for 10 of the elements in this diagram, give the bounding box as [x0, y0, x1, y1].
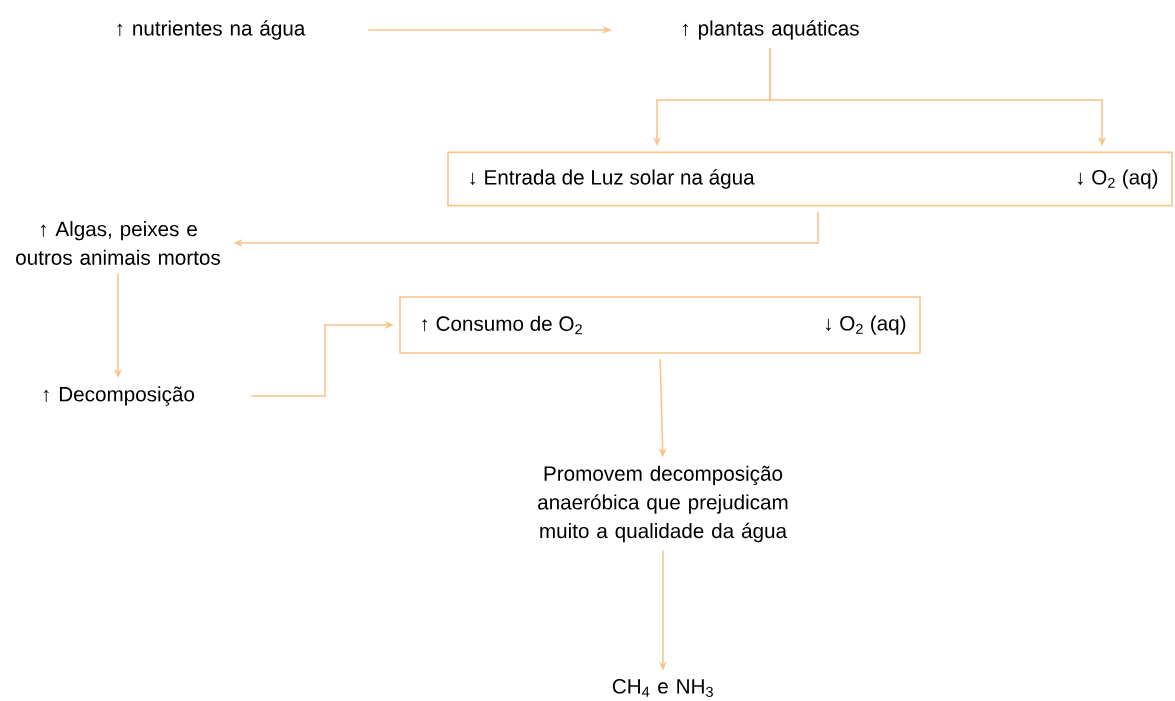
- box-text: ↓ O$_{2}$ (aq): [825, 315, 906, 335]
- flow-text: ↑ plantas aquáticas: [683, 20, 859, 40]
- flow-text: CH$_{4}$ e NH$_{3}$: [612, 679, 713, 698]
- flow-text: ↑ Decomposição: [43, 386, 195, 406]
- box-text: ↑ Consumo de O$_{2}$: [422, 315, 582, 335]
- box-text: ↓ Entrada de Luz solar na água: [470, 169, 755, 189]
- flow-text: ↑ nutrientes na água: [117, 20, 306, 40]
- box-text: ↓ O$_{2}$ (aq): [1077, 169, 1158, 189]
- flow-text: ↑ Algas, peixes e outros animais mortos: [16, 221, 220, 265]
- flow-text: Promovem decomposição anaeróbica que prejudicam muito a qualidade da água: [538, 465, 788, 543]
